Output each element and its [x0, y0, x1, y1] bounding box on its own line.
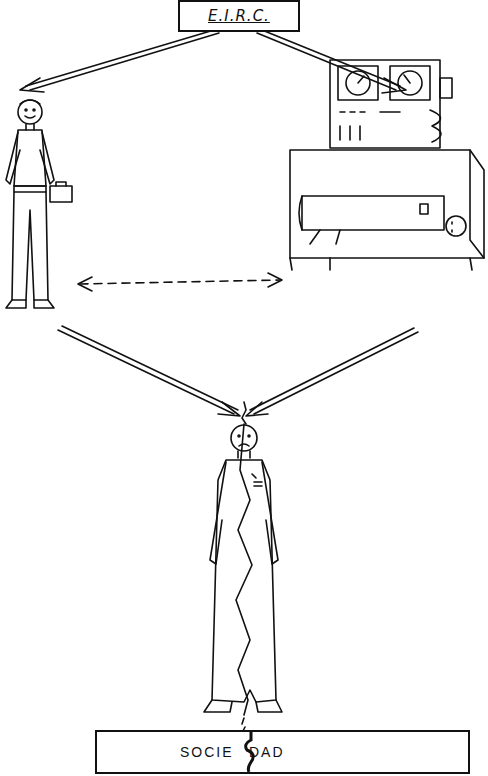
double-arrow — [58, 326, 240, 416]
dashed-arrow — [78, 273, 282, 291]
crack-symbol — [237, 732, 267, 772]
torn-figure — [204, 402, 282, 731]
person-figure — [6, 100, 72, 308]
double-arrow — [246, 328, 418, 416]
title-box: E.I.R.C. — [178, 0, 300, 32]
machine-illustration — [290, 60, 484, 270]
crack-line — [246, 732, 254, 772]
double-arrow — [20, 30, 219, 92]
box-title: E.I.R.C. — [208, 7, 270, 25]
society-band: SOCIEDAD — [95, 730, 470, 774]
band-label: SOCIE — [180, 744, 234, 760]
double-arrow — [257, 30, 406, 93]
